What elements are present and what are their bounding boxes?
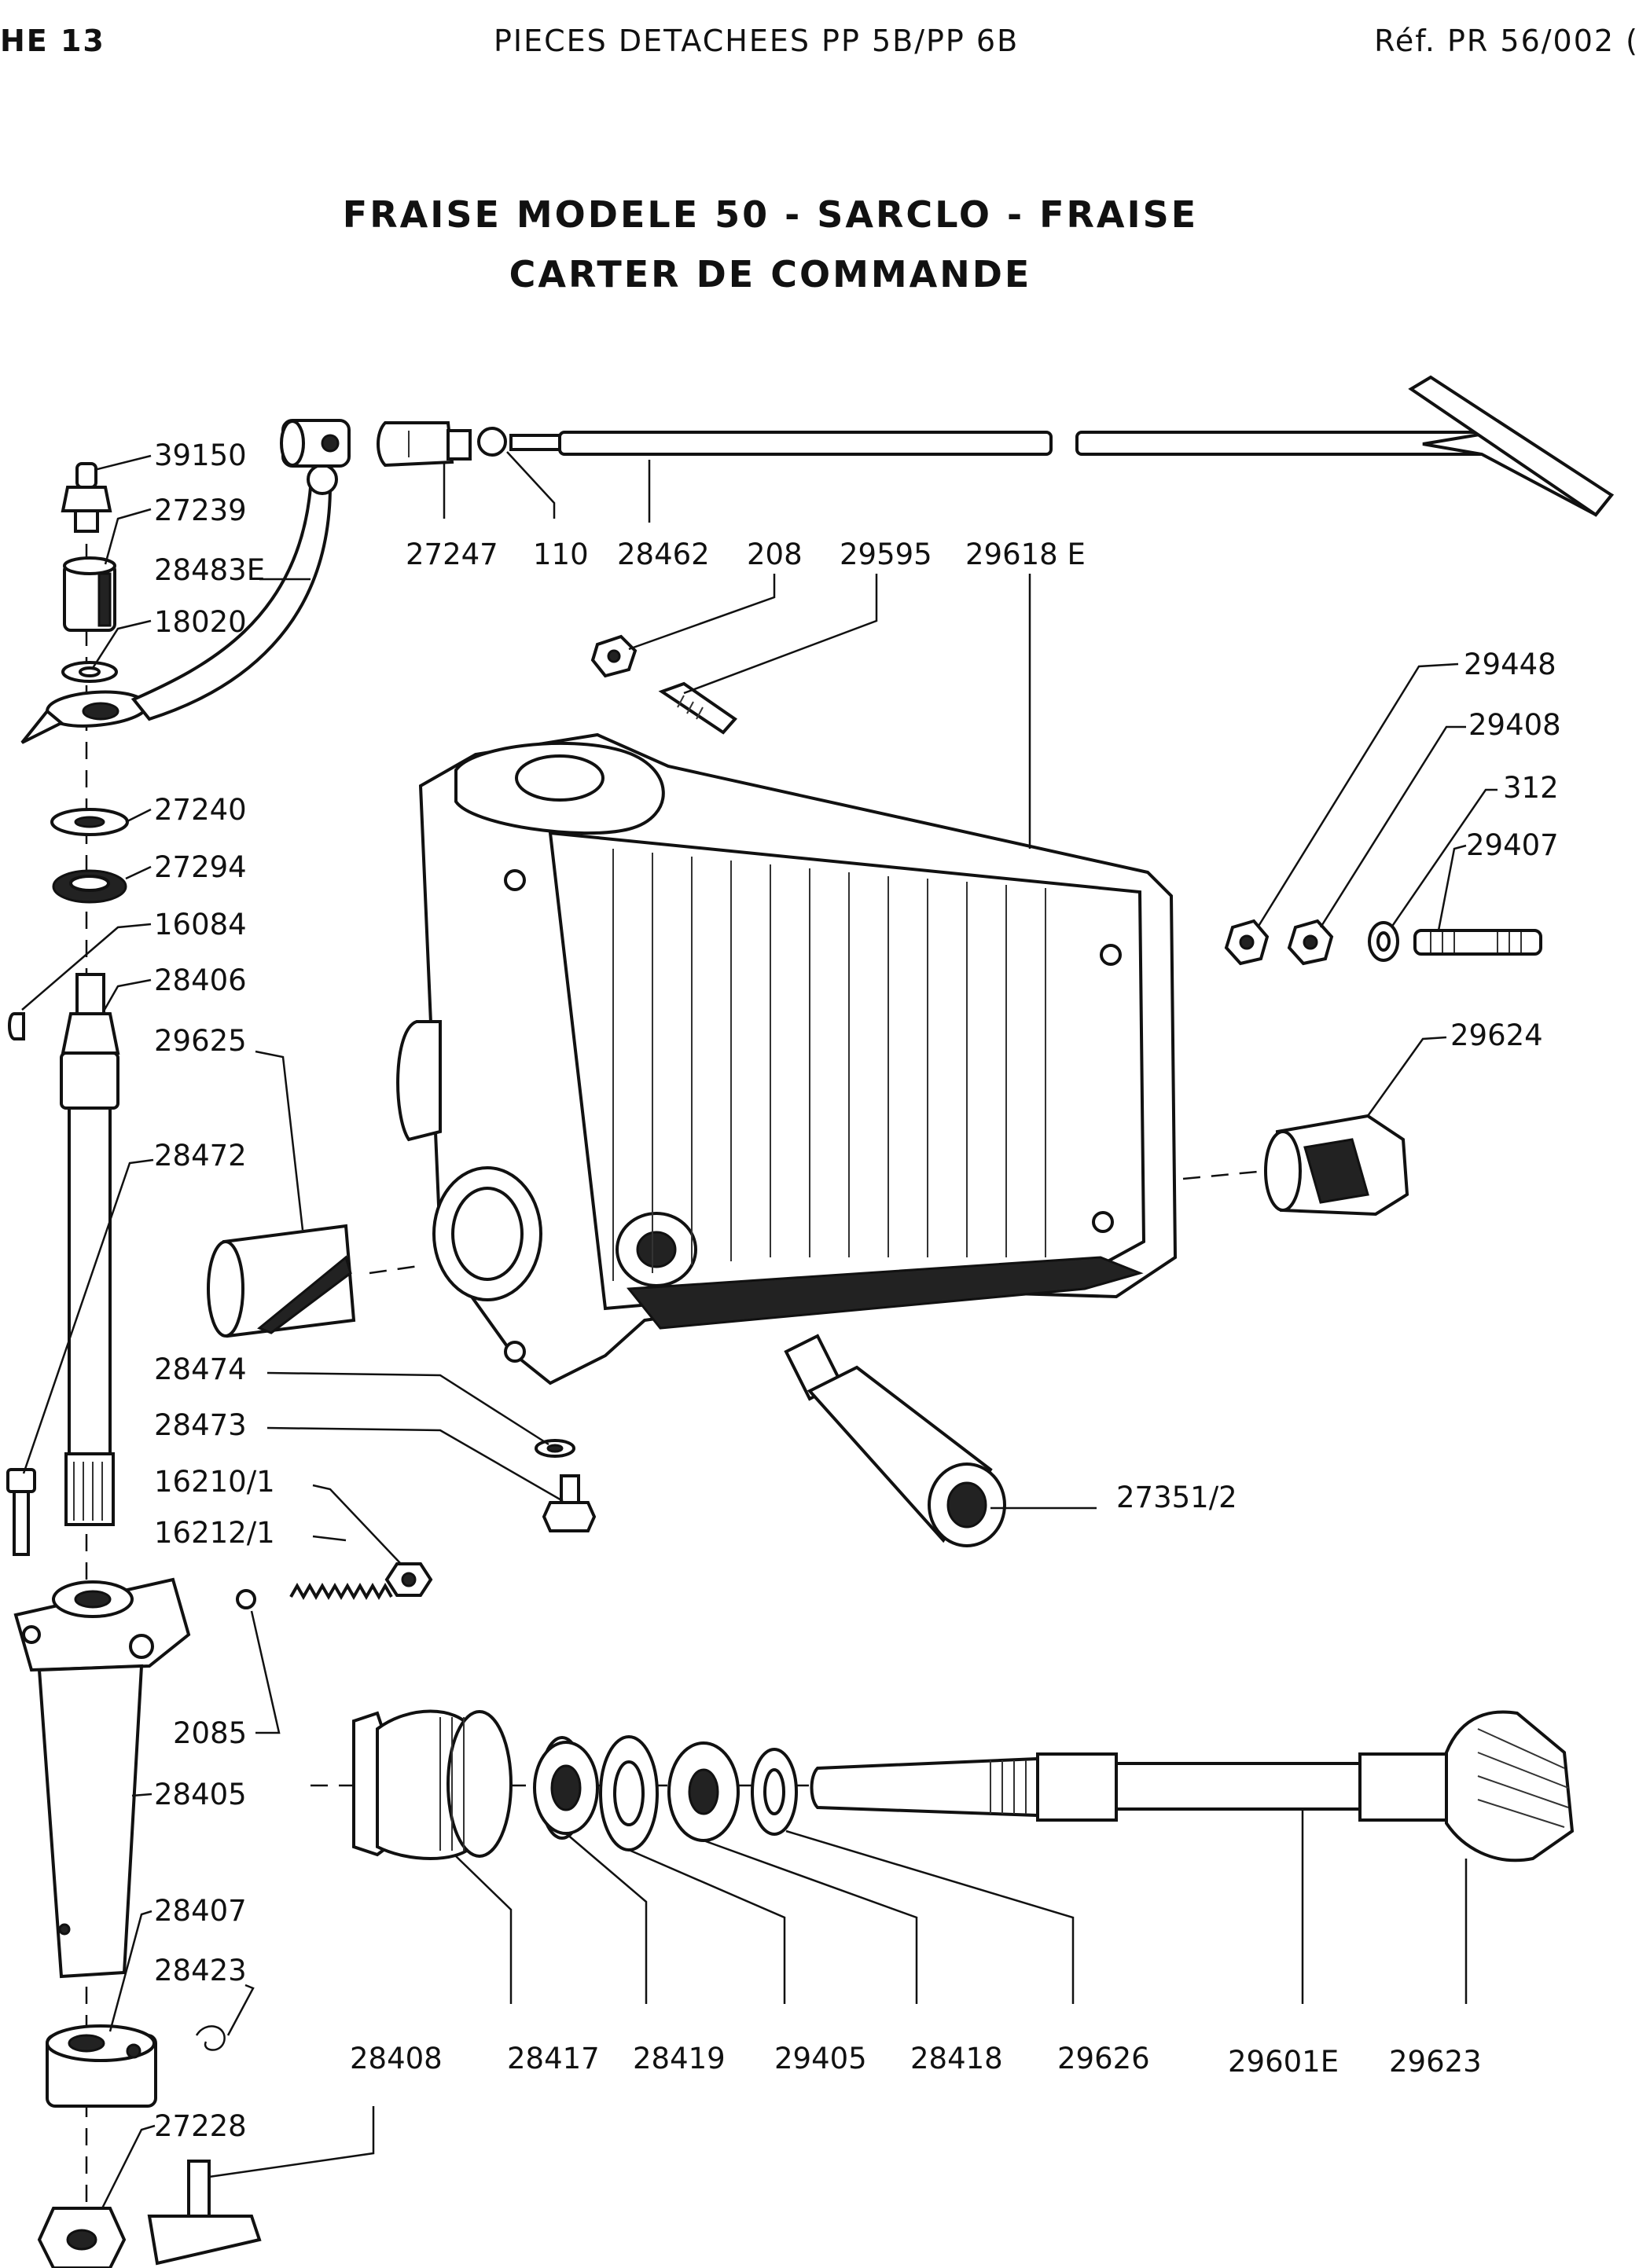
label-27240: 27240 xyxy=(154,793,247,827)
leader-lines xyxy=(21,451,1498,2209)
nut-hole-29448 xyxy=(1239,934,1255,950)
label-28417: 28417 xyxy=(507,2042,600,2075)
washer-hole-28419 xyxy=(613,1760,645,1826)
label-27239: 27239 xyxy=(154,494,247,527)
label-16212-1: 16212/1 xyxy=(154,1516,275,1550)
right-bush-part xyxy=(1264,1114,1409,1217)
label-16084: 16084 xyxy=(154,908,247,941)
tapered-housing-part xyxy=(13,1577,191,1979)
nut-hole-29408 xyxy=(1303,934,1318,950)
pinion-shaft-part xyxy=(810,1752,1448,1822)
label-110: 110 xyxy=(533,538,589,571)
nut-hole-28417 xyxy=(550,1764,582,1811)
label-28405: 28405 xyxy=(154,1778,247,1811)
label-208: 208 xyxy=(747,538,803,571)
left-bush-axis xyxy=(369,1264,425,1275)
bottom-nut-part xyxy=(37,2207,127,2268)
label-29626: 29626 xyxy=(1057,2042,1150,2075)
grease-nipple-part xyxy=(61,462,112,533)
label-28419: 28419 xyxy=(633,2042,726,2075)
main-housing-part xyxy=(396,732,1178,1385)
washer-hole-312 xyxy=(1376,931,1391,952)
nut-hole-29405 xyxy=(688,1768,719,1815)
label-16210-1: 16210/1 xyxy=(154,1465,275,1499)
nipple-body-part xyxy=(63,556,116,632)
label-27247: 27247 xyxy=(406,538,498,571)
washer-hole-28418 xyxy=(763,1768,785,1815)
label-29407: 29407 xyxy=(1466,828,1559,862)
sheet-number: HE 13 xyxy=(0,24,105,58)
label-28474: 28474 xyxy=(154,1352,247,1386)
wing-bolt-part xyxy=(147,2160,262,2266)
washer-hole-28474 xyxy=(546,1444,564,1453)
label-29623: 29623 xyxy=(1389,2045,1482,2079)
label-29624: 29624 xyxy=(1450,1018,1543,1052)
label-2085: 2085 xyxy=(173,1716,247,1750)
label-29618E: 29618 E xyxy=(965,538,1086,571)
label-28408: 28408 xyxy=(350,2042,443,2075)
label-28472: 28472 xyxy=(154,1139,247,1173)
pin-part-27351-2 xyxy=(784,1334,1006,1547)
seal-ring-hole xyxy=(69,875,110,892)
circlip-part xyxy=(195,2025,226,2051)
label-29408: 29408 xyxy=(1468,708,1561,742)
label-27228: 27228 xyxy=(154,2109,247,2143)
label-28418: 28418 xyxy=(910,2042,1003,2075)
label-28423: 28423 xyxy=(154,1954,247,1987)
adjusting-nut-hole xyxy=(401,1572,417,1587)
label-27351-2: 27351/2 xyxy=(1116,1481,1237,1514)
rod-coupling-part xyxy=(377,421,472,468)
bolt-part-28473 xyxy=(542,1474,597,1532)
diagram-subtitle: CARTER DE COMMANDE xyxy=(509,253,1032,295)
housing-shading xyxy=(612,849,1046,1281)
cup-washer-hole xyxy=(74,816,105,828)
label-28473: 28473 xyxy=(154,1408,247,1442)
rod-clevis-part xyxy=(280,419,351,468)
right-bush-axis xyxy=(1182,1169,1266,1180)
nut-hole-208 xyxy=(607,649,621,663)
label-28483E: 28483E xyxy=(154,553,265,587)
label-29601E: 29601E xyxy=(1228,2045,1339,2079)
diagram-title: FRAISE MODELE 50 - SARCLO - FRAISE xyxy=(342,193,1199,236)
label-28406: 28406 xyxy=(154,963,247,997)
washer-hole xyxy=(79,666,101,677)
collar-part xyxy=(46,2024,157,2108)
woodruff-key-part xyxy=(8,1012,25,1040)
left-bush-part xyxy=(207,1224,356,1338)
label-39150: 39150 xyxy=(154,439,247,472)
control-rod-part xyxy=(509,375,1615,517)
label-29595: 29595 xyxy=(840,538,932,571)
label-27294: 27294 xyxy=(154,850,247,884)
label-29405: 29405 xyxy=(774,2042,867,2075)
label-29448: 29448 xyxy=(1464,648,1556,681)
control-lever-part xyxy=(20,464,338,744)
dog-clutch-part xyxy=(352,1709,513,1860)
label-28462: 28462 xyxy=(617,538,710,571)
spring-part xyxy=(289,1582,393,1601)
vertical-shaft-part xyxy=(60,973,120,1526)
ball-part xyxy=(236,1589,256,1609)
stud-part-29407 xyxy=(1413,929,1542,956)
stud-part-29595 xyxy=(658,681,737,735)
bevel-pinion-part xyxy=(1445,1710,1575,1862)
side-bolt-part xyxy=(6,1468,36,1556)
label-28407: 28407 xyxy=(154,1894,247,1928)
label-18020: 18020 xyxy=(154,605,247,639)
sheet-reference: Réf. PR 56/002 ( xyxy=(1374,24,1639,58)
label-312: 312 xyxy=(1503,771,1559,805)
label-29625: 29625 xyxy=(154,1024,247,1058)
sheet-header-title: PIECES DETACHEES PP 5B/PP 6B xyxy=(494,24,1020,58)
rod-washer-part xyxy=(477,427,507,457)
